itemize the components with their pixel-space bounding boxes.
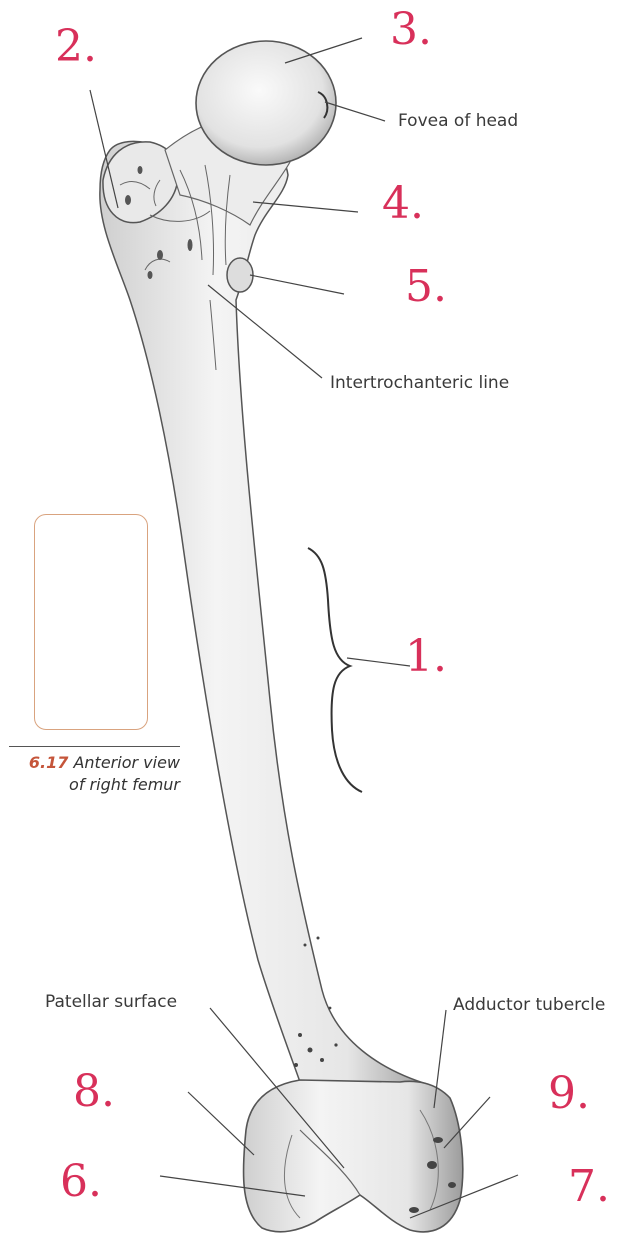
distal-condyles xyxy=(243,1080,462,1232)
blank-2: 2. xyxy=(55,25,97,69)
label-adductor-tubercle: Adductor tubercle xyxy=(453,995,605,1015)
label-patellar-surface: Patellar surface xyxy=(45,992,177,1012)
blank-1: 1. xyxy=(405,635,447,679)
caption-line-2: of right femur xyxy=(69,775,180,794)
inset-thumbnail-frame xyxy=(34,514,148,730)
blank-4: 4. xyxy=(382,182,424,226)
femoral-head xyxy=(196,41,336,165)
shaft-bracket xyxy=(308,548,362,792)
lesser-trochanter xyxy=(227,258,253,292)
blank-5: 5. xyxy=(405,265,447,309)
blank-7: 7. xyxy=(568,1165,610,1209)
figure-caption: 6.17 Anterior view of right femur xyxy=(10,752,180,796)
label-fovea-of-head: Fovea of head xyxy=(398,111,518,131)
blank-3: 3. xyxy=(390,8,432,52)
caption-line-1: Anterior view xyxy=(73,753,180,772)
label-intertrochanteric-line: Intertrochanteric line xyxy=(330,373,509,393)
figure-number: 6.17 xyxy=(29,753,68,772)
femur-shaft xyxy=(100,140,430,1085)
blank-6: 6. xyxy=(60,1160,102,1204)
caption-rule xyxy=(9,746,180,747)
blank-9: 9. xyxy=(548,1072,590,1116)
blank-8: 8. xyxy=(73,1070,115,1114)
